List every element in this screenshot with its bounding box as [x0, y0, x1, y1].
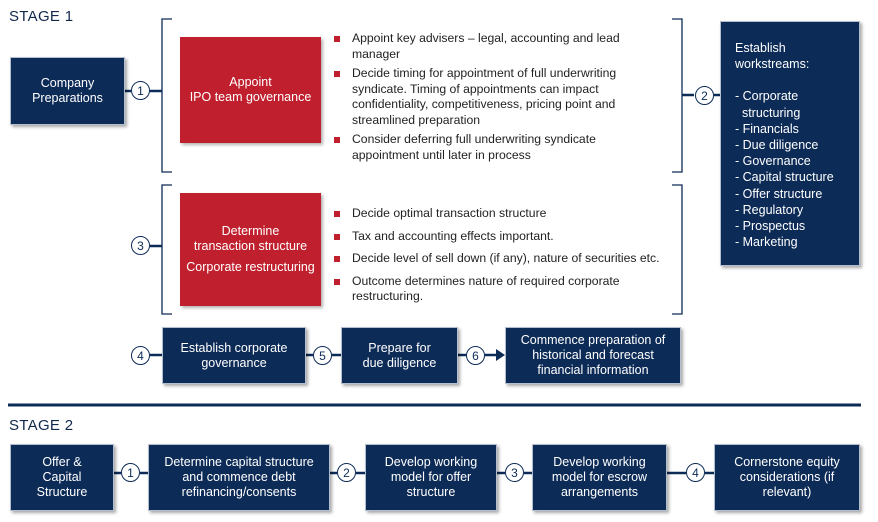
circle-6: 6: [466, 346, 485, 365]
due-diligence-box: Prepare for due diligence: [341, 327, 458, 384]
stage2-circle-4: 4: [686, 463, 705, 482]
offer-model-box: Develop working model for offer structur…: [365, 444, 497, 511]
appoint-bullet-1: Appoint key advisers – legal, accounting…: [330, 31, 660, 62]
determine-line-1: Determine: [221, 224, 280, 238]
determine-bullet-4: Outcome determines nature of required co…: [330, 274, 665, 305]
capital-structure-label: Determine capital structure and commence…: [164, 455, 314, 499]
stage2-circle-2: 2: [337, 463, 356, 482]
due-diligence-label: Prepare for due diligence: [362, 340, 437, 370]
determine-bullet-1: Decide optimal transaction structure: [330, 206, 665, 222]
workstream-1: - Corporate: [735, 89, 799, 104]
circle-2: 2: [695, 86, 714, 105]
circle-3: 3: [131, 236, 150, 255]
workstreams-box: Establish workstreams: - Corporate struc…: [720, 21, 860, 266]
appoint-line-2: IPO team governance: [189, 90, 312, 104]
workstream-3: - Due diligence: [735, 138, 819, 153]
workstream-9: - Marketing: [735, 235, 798, 250]
determine-bullet-2: Tax and accounting effects important.: [330, 229, 665, 245]
determine-structure-box: Determine transaction structure Corporat…: [180, 193, 321, 306]
offer-capital-box: Offer & Capital Structure: [10, 444, 114, 511]
workstream-2: - Financials: [735, 121, 799, 136]
determine-line-2: transaction structure: [193, 239, 308, 253]
governance-box: Establish corporate governance: [162, 327, 306, 384]
appoint-bullets: Appoint key advisers – legal, accounting…: [330, 31, 660, 167]
determine-line-3: Corporate restructuring: [186, 260, 315, 274]
stage-1-title: STAGE 1: [9, 8, 74, 25]
circle-1: 1: [131, 81, 150, 100]
stage-2-title: STAGE 2: [9, 417, 74, 434]
determine-bullets: Decide optimal transaction structure Tax…: [330, 206, 665, 309]
financial-info-label: Commence preparation of historical and f…: [520, 333, 666, 377]
workstream-6: - Offer structure: [735, 186, 823, 201]
workstream-5: - Capital structure: [735, 170, 834, 185]
appoint-bullet-3: Consider deferring full underwriting syn…: [330, 132, 660, 163]
workstream-1b: structuring: [735, 105, 801, 120]
cornerstone-box: Cornerstone equity considerations (if re…: [714, 444, 860, 511]
appoint-bullet-2: Decide timing for appointment of full un…: [330, 66, 660, 128]
offer-model-label: Develop working model for offer structur…: [384, 455, 478, 499]
stage2-circle-3: 3: [505, 463, 524, 482]
determine-bullet-3: Decide level of sell down (if any), natu…: [330, 251, 665, 267]
circle-5: 5: [313, 346, 332, 365]
appoint-ipo-team-box: Appoint IPO team governance: [180, 37, 321, 143]
company-preparations-box: Company Preparations: [10, 57, 125, 125]
capital-structure-box: Determine capital structure and commence…: [148, 444, 330, 511]
offer-capital-label: Offer & Capital Structure: [36, 455, 88, 499]
governance-label: Establish corporate governance: [180, 340, 288, 370]
escrow-model-box: Develop working model for escrow arrange…: [532, 444, 667, 511]
appoint-line-1: Appoint: [229, 75, 272, 89]
workstream-7: - Regulatory: [735, 202, 804, 217]
workstreams-title: Establish workstreams:: [735, 41, 810, 72]
workstream-8: - Prospectus: [735, 219, 806, 234]
cornerstone-label: Cornerstone equity considerations (if re…: [734, 455, 840, 499]
financial-info-box: Commence preparation of historical and f…: [505, 327, 681, 384]
circle-4: 4: [131, 346, 150, 365]
company-preparations-label: Company Preparations: [32, 76, 103, 105]
stage2-circle-1: 1: [121, 463, 140, 482]
escrow-model-label: Develop working model for escrow arrange…: [551, 455, 648, 499]
workstream-4: - Governance: [735, 154, 811, 169]
